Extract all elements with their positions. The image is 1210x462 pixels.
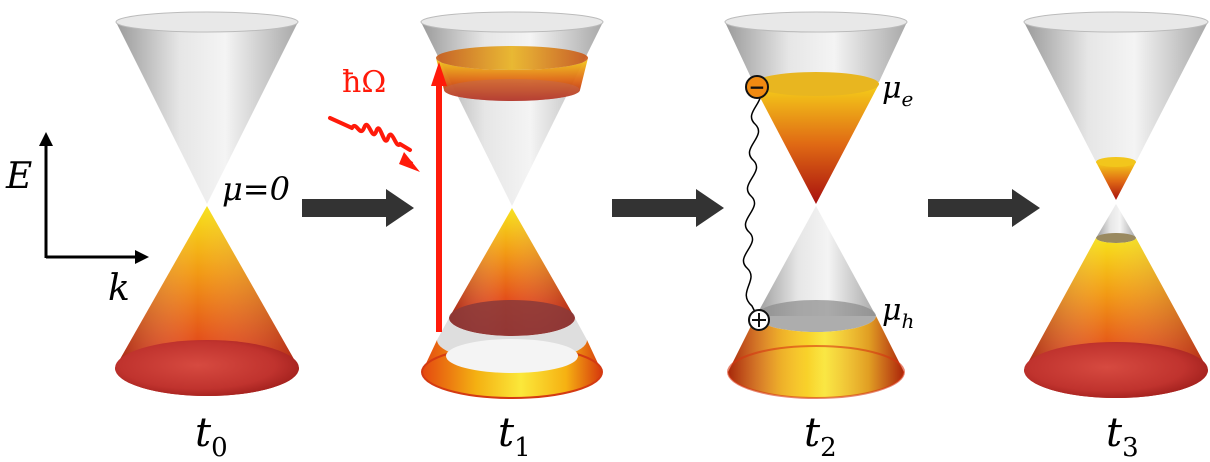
electron-hole-interaction-line <box>742 87 762 319</box>
hole-depletion-disk <box>449 300 575 336</box>
hole-quasi-fermi-label: μh <box>882 293 914 333</box>
cone-panel-t2 <box>724 11 908 399</box>
cone-panel-t1 <box>420 11 604 399</box>
photon-squiggle-icon <box>328 116 420 172</box>
excited-electron-band <box>436 58 588 101</box>
momentum-axis-arrowhead <box>135 250 149 264</box>
time-label-t0: t0 <box>195 410 228 462</box>
upper-cone-rim <box>115 11 299 33</box>
electron-pocket <box>753 84 879 204</box>
energy-axis-arrowhead <box>39 132 53 146</box>
lower-cone-base <box>115 340 299 396</box>
process-arrow-2 <box>612 189 724 227</box>
hole-charge-icon <box>748 309 770 331</box>
time-label-t3: t3 <box>1106 410 1139 462</box>
momentum-axis-label: k <box>108 268 130 309</box>
process-arrow-1 <box>302 189 414 227</box>
energy-axis-label: E <box>5 156 32 197</box>
process-arrow-3 <box>928 189 1040 227</box>
hole-fermi-disk <box>756 300 876 332</box>
electron-charge-icon: − <box>745 75 769 99</box>
electron-quasi-fermi-label: μe <box>882 71 913 111</box>
time-label-t2: t2 <box>804 410 837 462</box>
electron-charge-sign: − <box>749 75 766 99</box>
chemical-potential-label: μ=0 <box>222 170 290 208</box>
upper-cone-empty <box>116 22 298 204</box>
cone-panel-t0 <box>115 11 299 396</box>
residual-electron-pocket <box>1096 162 1136 200</box>
photon-energy-label: ħΩ <box>342 65 386 100</box>
coordinate-axes: E k <box>5 132 149 309</box>
time-label-t1: t1 <box>498 410 531 462</box>
cone-panel-t3 <box>1023 11 1209 398</box>
pump-arrow <box>431 62 447 332</box>
